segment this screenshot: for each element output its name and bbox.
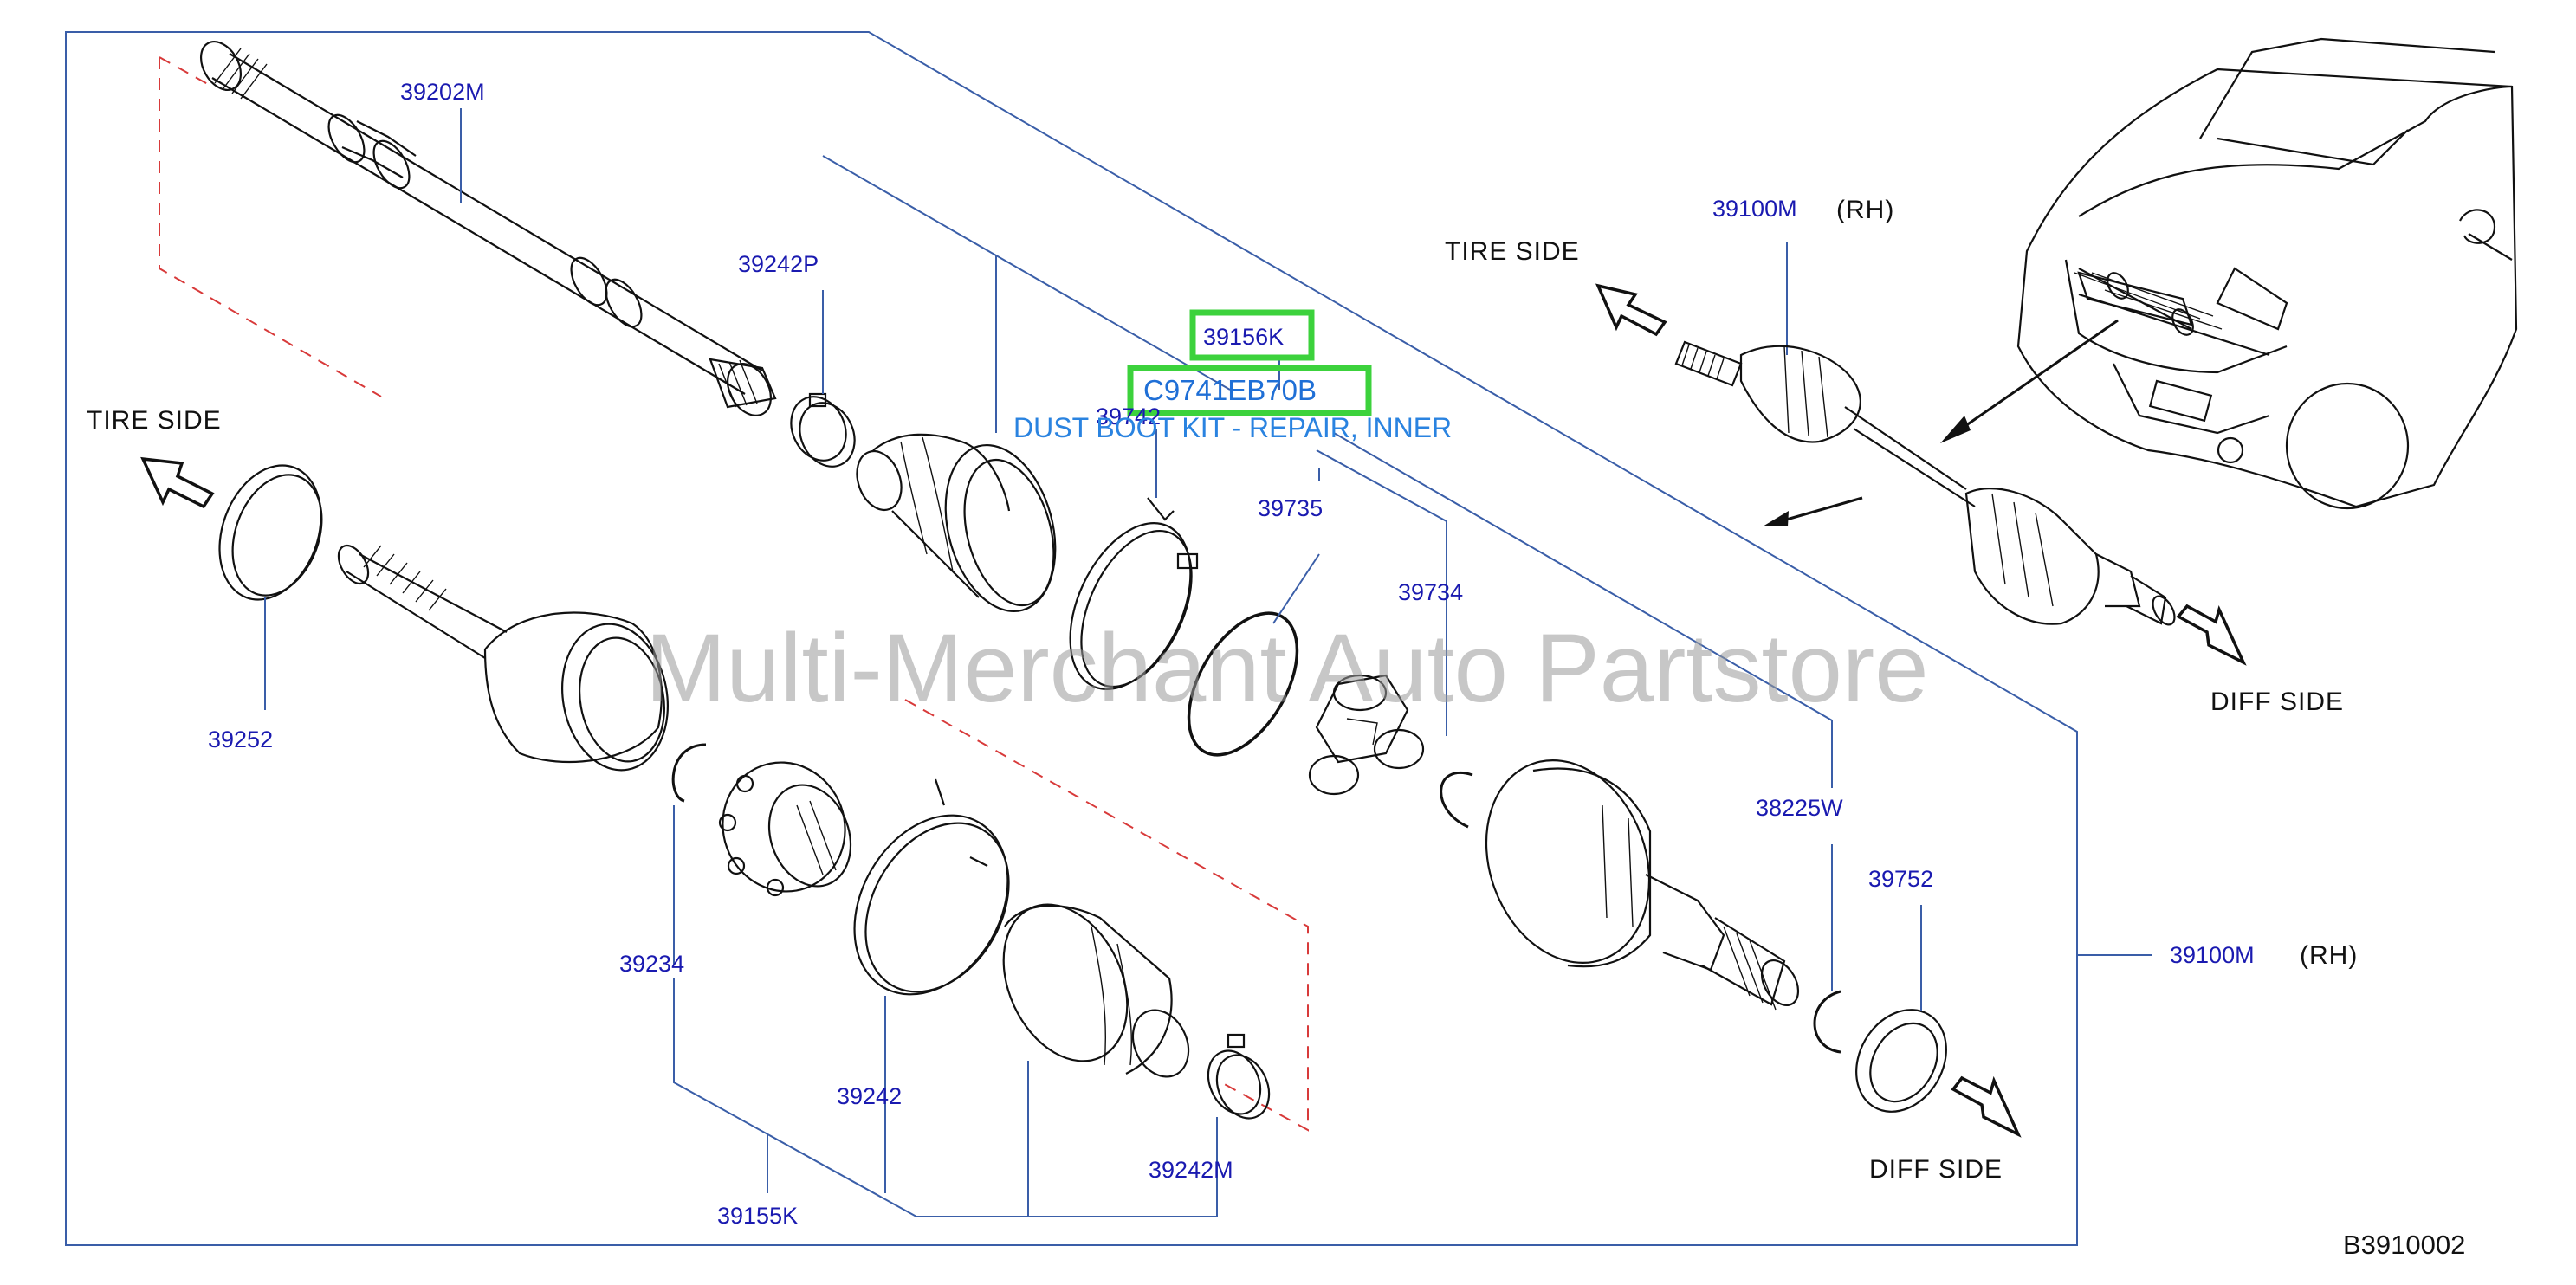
dust-shield xyxy=(218,464,323,601)
diff-side-label-right: DIFF SIDE xyxy=(2210,688,2344,716)
label-39242M: 39242M xyxy=(1149,1157,1233,1183)
boot-band-large xyxy=(1069,497,1199,690)
inner-race-cage xyxy=(718,761,852,897)
snap-ring-small xyxy=(1440,772,1473,829)
label-39202M: 39202M xyxy=(400,79,485,105)
label-39100M-frame: 39100M xyxy=(2170,942,2255,968)
vehicle-inset xyxy=(1940,37,2518,510)
diagram-code: B3910002 xyxy=(2343,1230,2465,1260)
boot-band-39242 xyxy=(853,778,1010,996)
boot-band-small-clamp xyxy=(790,392,856,468)
highlight-box-39156k[interactable] xyxy=(1189,309,1315,361)
label-39242P: 39242P xyxy=(738,251,819,277)
diff-side-arrow-bottom xyxy=(1951,1075,2022,1138)
highlight-part-number[interactable]: C9741EB70B xyxy=(1143,374,1317,406)
label-39100M-inset: 39100M xyxy=(1712,196,1797,222)
watermark: Multi-Merchant Auto Partstore xyxy=(645,614,1928,722)
label-39735: 39735 xyxy=(1258,495,1323,521)
inset-drive-shaft xyxy=(1674,340,2176,626)
tire-side-arrow-left xyxy=(140,456,215,509)
circlip-38225w xyxy=(1813,990,1841,1054)
outer-dust-boot xyxy=(1002,903,1190,1078)
tire-side-label-right: TIRE SIDE xyxy=(1445,237,1580,266)
boot-band-small-39242m xyxy=(1207,1033,1271,1120)
guide-dash-lower xyxy=(904,699,1309,1132)
tripod-spider xyxy=(1308,674,1425,796)
diff-side-label-bottom: DIFF SIDE xyxy=(1869,1155,2003,1184)
tire-side-label-left: TIRE SIDE xyxy=(87,406,222,435)
label-rh-frame: (RH) xyxy=(2300,941,2358,970)
inner-dust-boot xyxy=(856,433,1057,613)
label-39734: 39734 xyxy=(1398,579,1463,605)
inner-joint-housing xyxy=(1485,759,1800,1011)
label-39156K[interactable]: 39156K xyxy=(1203,324,1284,350)
guide-dash-upper-top xyxy=(159,56,213,87)
label-38225W: 38225W xyxy=(1756,795,1843,821)
axle-shaft xyxy=(199,41,777,416)
tire-side-arrow-right xyxy=(1595,283,1667,337)
outer-cv-joint xyxy=(337,544,670,772)
label-rh-inset: (RH) xyxy=(1836,196,1894,224)
label-39242: 39242 xyxy=(837,1083,902,1109)
label-39155K: 39155K xyxy=(717,1203,798,1229)
label-39742: 39742 xyxy=(1096,404,1161,429)
snap-ring-large xyxy=(1187,611,1299,757)
label-39252: 39252 xyxy=(208,726,273,752)
highlight-box-part-number[interactable] xyxy=(1127,365,1372,416)
highlight-part-description[interactable]: DUST BOOT KIT - REPAIR, INNER xyxy=(1013,412,1452,443)
label-39752: 39752 xyxy=(1868,866,1933,892)
snap-ring-39234 xyxy=(671,743,707,803)
assembly-frame xyxy=(65,31,2078,1246)
label-39234: 39234 xyxy=(619,951,684,977)
guide-dash-upper xyxy=(159,57,382,397)
diff-side-arrow-right xyxy=(2176,604,2247,666)
washer-39752 xyxy=(1855,1009,1947,1113)
